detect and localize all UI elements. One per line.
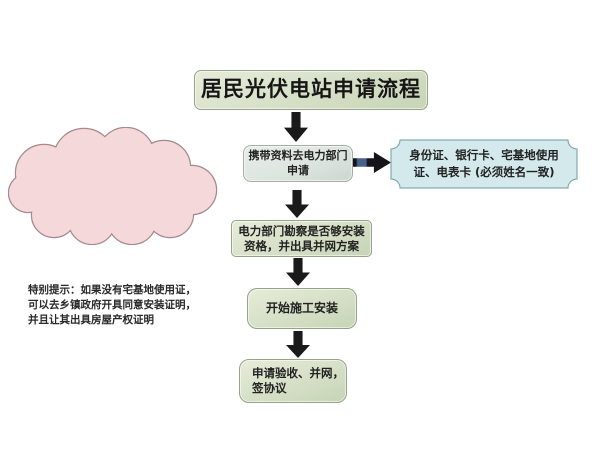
flow-node-survey: 电力部门勘察是否够安装 资格，并出具并网方案 (231, 220, 372, 257)
flow-node-acceptance-line1: 申请验收、并网， (252, 366, 344, 381)
note-line3: 并且让其出具房屋产权证明 (28, 314, 154, 326)
note-line2: 可以去乡镇政府开具同意安装证明， (28, 299, 196, 311)
cloud-shape-icon (8, 127, 218, 245)
down-arrow-icon-4 (286, 331, 310, 358)
flow-node-apply-line1: 携带资料去电力部门 (248, 149, 348, 163)
plaque-shape (390, 139, 578, 189)
flow-node-acceptance: 申请验收、并网， 签协议 (239, 359, 347, 403)
flow-node-materials: 身份证、银行卡、宅基地使用 证、电表卡 (必须姓名一致) (390, 139, 578, 189)
down-arrow-icon-1 (284, 112, 308, 142)
flow-node-survey-line2: 资格，并出具并网方案 (244, 238, 359, 253)
note-line1: 特别提示：如果没有宅基地使用证， (28, 284, 196, 296)
flow-node-materials-line1: 身份证、银行卡、宅基地使用 (409, 148, 559, 163)
note-cloud: 特别提示：如果没有宅基地使用证， 可以去乡镇政府开具同意安装证明， 并且让其出具… (8, 127, 218, 326)
right-arrow-icon (353, 152, 391, 173)
flow-node-survey-line1: 电力部门勘察是否够安装 (238, 223, 365, 238)
flow-node-materials-line2: 证、电表卡 (必须姓名一致) (413, 165, 555, 179)
flow-node-materials-text: 身份证、银行卡、宅基地使用 证、电表卡 (必须姓名一致) (390, 139, 578, 189)
note-cloud-text: 特别提示：如果没有宅基地使用证， 可以去乡镇政府开具同意安装证明， 并且让其出具… (28, 283, 212, 328)
down-arrow-icon-2 (285, 190, 309, 218)
flow-node-acceptance-line2: 签协议 (252, 381, 287, 395)
flow-node-install: 开始施工安装 (247, 288, 357, 329)
down-arrow-icon-3 (286, 258, 310, 286)
flow-title-text: 居民光伏电站申请流程 (201, 77, 421, 102)
flow-node-apply-line2: 申请 (287, 163, 309, 177)
flow-node-install-text: 开始施工安装 (265, 300, 338, 315)
flow-title-node: 居民光伏电站申请流程 (194, 70, 428, 110)
flow-node-apply: 携带资料去电力部门 申请 (243, 145, 353, 182)
